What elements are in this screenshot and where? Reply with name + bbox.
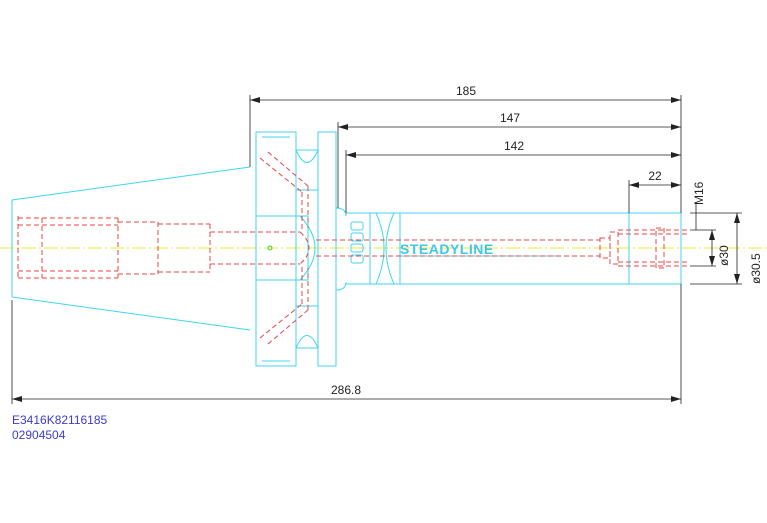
body-outline bbox=[335, 207, 682, 291]
center-mark bbox=[267, 245, 273, 251]
part-number: E3416K82116185 bbox=[12, 413, 108, 427]
hidden-lines bbox=[17, 151, 688, 345]
dim-286-8: 286.8 bbox=[331, 383, 361, 397]
dim-142: 142 bbox=[504, 139, 524, 153]
dim-m16: M16 bbox=[692, 181, 706, 205]
flange-outline bbox=[255, 131, 337, 367]
body-code-mark bbox=[350, 221, 364, 264]
dim-147: 147 bbox=[500, 111, 520, 125]
dim-dia-30-5: ø30.5 bbox=[749, 253, 763, 284]
dim-22: 22 bbox=[648, 169, 662, 183]
dim-dia-30: ø30 bbox=[717, 245, 731, 266]
item-code: 02904504 bbox=[12, 428, 66, 442]
dim-185: 185 bbox=[456, 84, 476, 98]
taper-shank-outline bbox=[11, 166, 251, 331]
dimension-lines bbox=[11, 95, 742, 404]
brand-label: STEADYLINE bbox=[400, 241, 494, 257]
